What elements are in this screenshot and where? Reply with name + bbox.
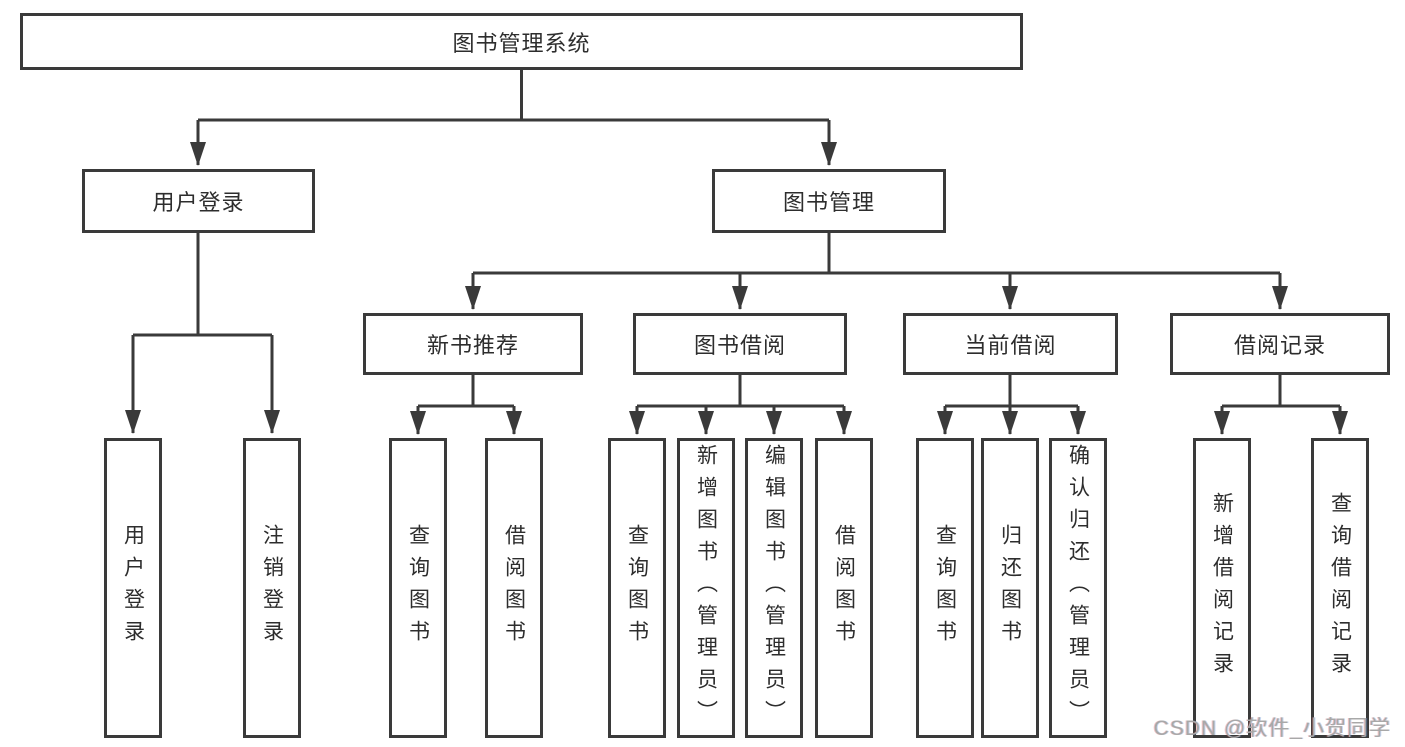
leaf-query-books-borrow-label: 查询图书 <box>625 524 649 652</box>
node-new-book-recommendation-label: 新书推荐 <box>426 333 519 358</box>
node-root-system: 图书管理系统 <box>20 13 1023 70</box>
leaf-confirm-return-admin-label: 确认归还（管理员） <box>1066 444 1090 732</box>
node-book-management-label: 图书管理 <box>782 190 875 215</box>
leaf-user-login-label: 用户登录 <box>121 524 145 652</box>
leaf-borrow-books-recommend: 借阅图书 <box>485 438 543 738</box>
leaf-query-books-current: 查询图书 <box>916 438 974 738</box>
node-book-borrowing: 图书借阅 <box>633 313 847 375</box>
leaf-query-books-recommend: 查询图书 <box>389 438 447 738</box>
leaf-add-borrow-record-label: 新增借阅记录 <box>1210 492 1234 684</box>
leaf-logout-login-label: 注销登录 <box>260 524 284 652</box>
leaf-query-borrow-record-label: 查询借阅记录 <box>1328 492 1352 684</box>
leaf-return-books-label: 归还图书 <box>998 524 1022 652</box>
leaf-user-login: 用户登录 <box>104 438 162 738</box>
leaf-add-borrow-record: 新增借阅记录 <box>1193 438 1251 738</box>
node-root-label: 图书管理系统 <box>452 30 591 56</box>
node-current-borrowing-label: 当前借阅 <box>964 333 1057 358</box>
leaf-borrow-books: 借阅图书 <box>815 438 873 738</box>
leaf-edit-books-admin-label: 编辑图书（管理员） <box>762 444 786 732</box>
node-book-borrowing-label: 图书借阅 <box>693 333 786 358</box>
leaf-add-books-admin: 新增图书（管理员） <box>677 438 735 738</box>
leaf-query-books-current-label: 查询图书 <box>933 524 957 652</box>
node-new-book-recommendation: 新书推荐 <box>363 313 583 375</box>
leaf-query-borrow-record: 查询借阅记录 <box>1311 438 1369 738</box>
node-borrowing-records-label: 借阅记录 <box>1233 333 1326 358</box>
leaf-add-books-admin-label: 新增图书（管理员） <box>694 444 718 732</box>
node-user-login-label: 用户登录 <box>152 190 245 215</box>
leaf-return-books: 归还图书 <box>981 438 1039 738</box>
node-borrowing-records: 借阅记录 <box>1170 313 1390 375</box>
node-current-borrowing: 当前借阅 <box>903 313 1118 375</box>
node-book-management: 图书管理 <box>712 169 946 233</box>
watermark: CSDN @软件_小贺同学 <box>1153 717 1391 740</box>
leaf-query-books-recommend-label: 查询图书 <box>406 524 430 652</box>
node-user-login: 用户登录 <box>82 169 315 233</box>
leaf-edit-books-admin: 编辑图书（管理员） <box>745 438 803 738</box>
leaf-borrow-books-recommend-label: 借阅图书 <box>502 524 526 652</box>
leaf-borrow-books-label: 借阅图书 <box>832 524 856 652</box>
leaf-logout-login: 注销登录 <box>243 438 301 738</box>
leaf-confirm-return-admin: 确认归还（管理员） <box>1049 438 1107 738</box>
leaf-query-books-borrow: 查询图书 <box>608 438 666 738</box>
